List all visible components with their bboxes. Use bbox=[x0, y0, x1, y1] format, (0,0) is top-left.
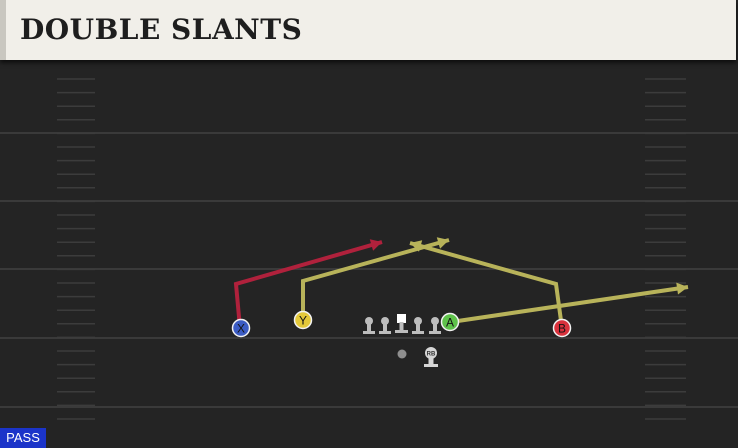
play-title: DOUBLE SLANTS bbox=[20, 13, 303, 46]
lineman-icon bbox=[379, 317, 391, 334]
route-arrowhead bbox=[369, 239, 382, 251]
player-b: B bbox=[552, 318, 572, 338]
route-x bbox=[233, 240, 383, 329]
route-arrowhead bbox=[676, 282, 688, 295]
player-circle bbox=[552, 318, 572, 338]
lineman-icon bbox=[363, 317, 375, 334]
player-a: A bbox=[440, 312, 460, 332]
player-label: B bbox=[558, 322, 566, 336]
player-x: X bbox=[231, 318, 251, 338]
route-a bbox=[450, 285, 689, 324]
running-back-icon: RB bbox=[424, 347, 438, 367]
routes bbox=[233, 237, 689, 329]
route-b bbox=[409, 241, 564, 329]
lineman-icon bbox=[429, 317, 441, 334]
player-circle bbox=[231, 318, 251, 338]
route-arrowhead bbox=[410, 240, 423, 252]
quarterback-icon bbox=[397, 349, 407, 359]
player-label: A bbox=[446, 316, 454, 330]
running-back-label: RB bbox=[427, 352, 436, 358]
title-bar: DOUBLE SLANTS bbox=[0, 0, 736, 60]
hash-marks bbox=[57, 78, 686, 420]
player-circle bbox=[440, 312, 460, 332]
route-arrowhead bbox=[436, 237, 449, 249]
player-y: Y bbox=[293, 310, 313, 330]
offensive-line: RB bbox=[363, 314, 441, 367]
player-label: X bbox=[237, 322, 245, 336]
center-icon bbox=[395, 314, 408, 333]
route-y bbox=[301, 238, 450, 320]
player-circle bbox=[293, 310, 313, 330]
lineman-icon bbox=[412, 317, 424, 334]
player-label: Y bbox=[299, 314, 307, 328]
yard-lines bbox=[0, 132, 738, 408]
play-type-badge: PASS bbox=[0, 428, 46, 448]
